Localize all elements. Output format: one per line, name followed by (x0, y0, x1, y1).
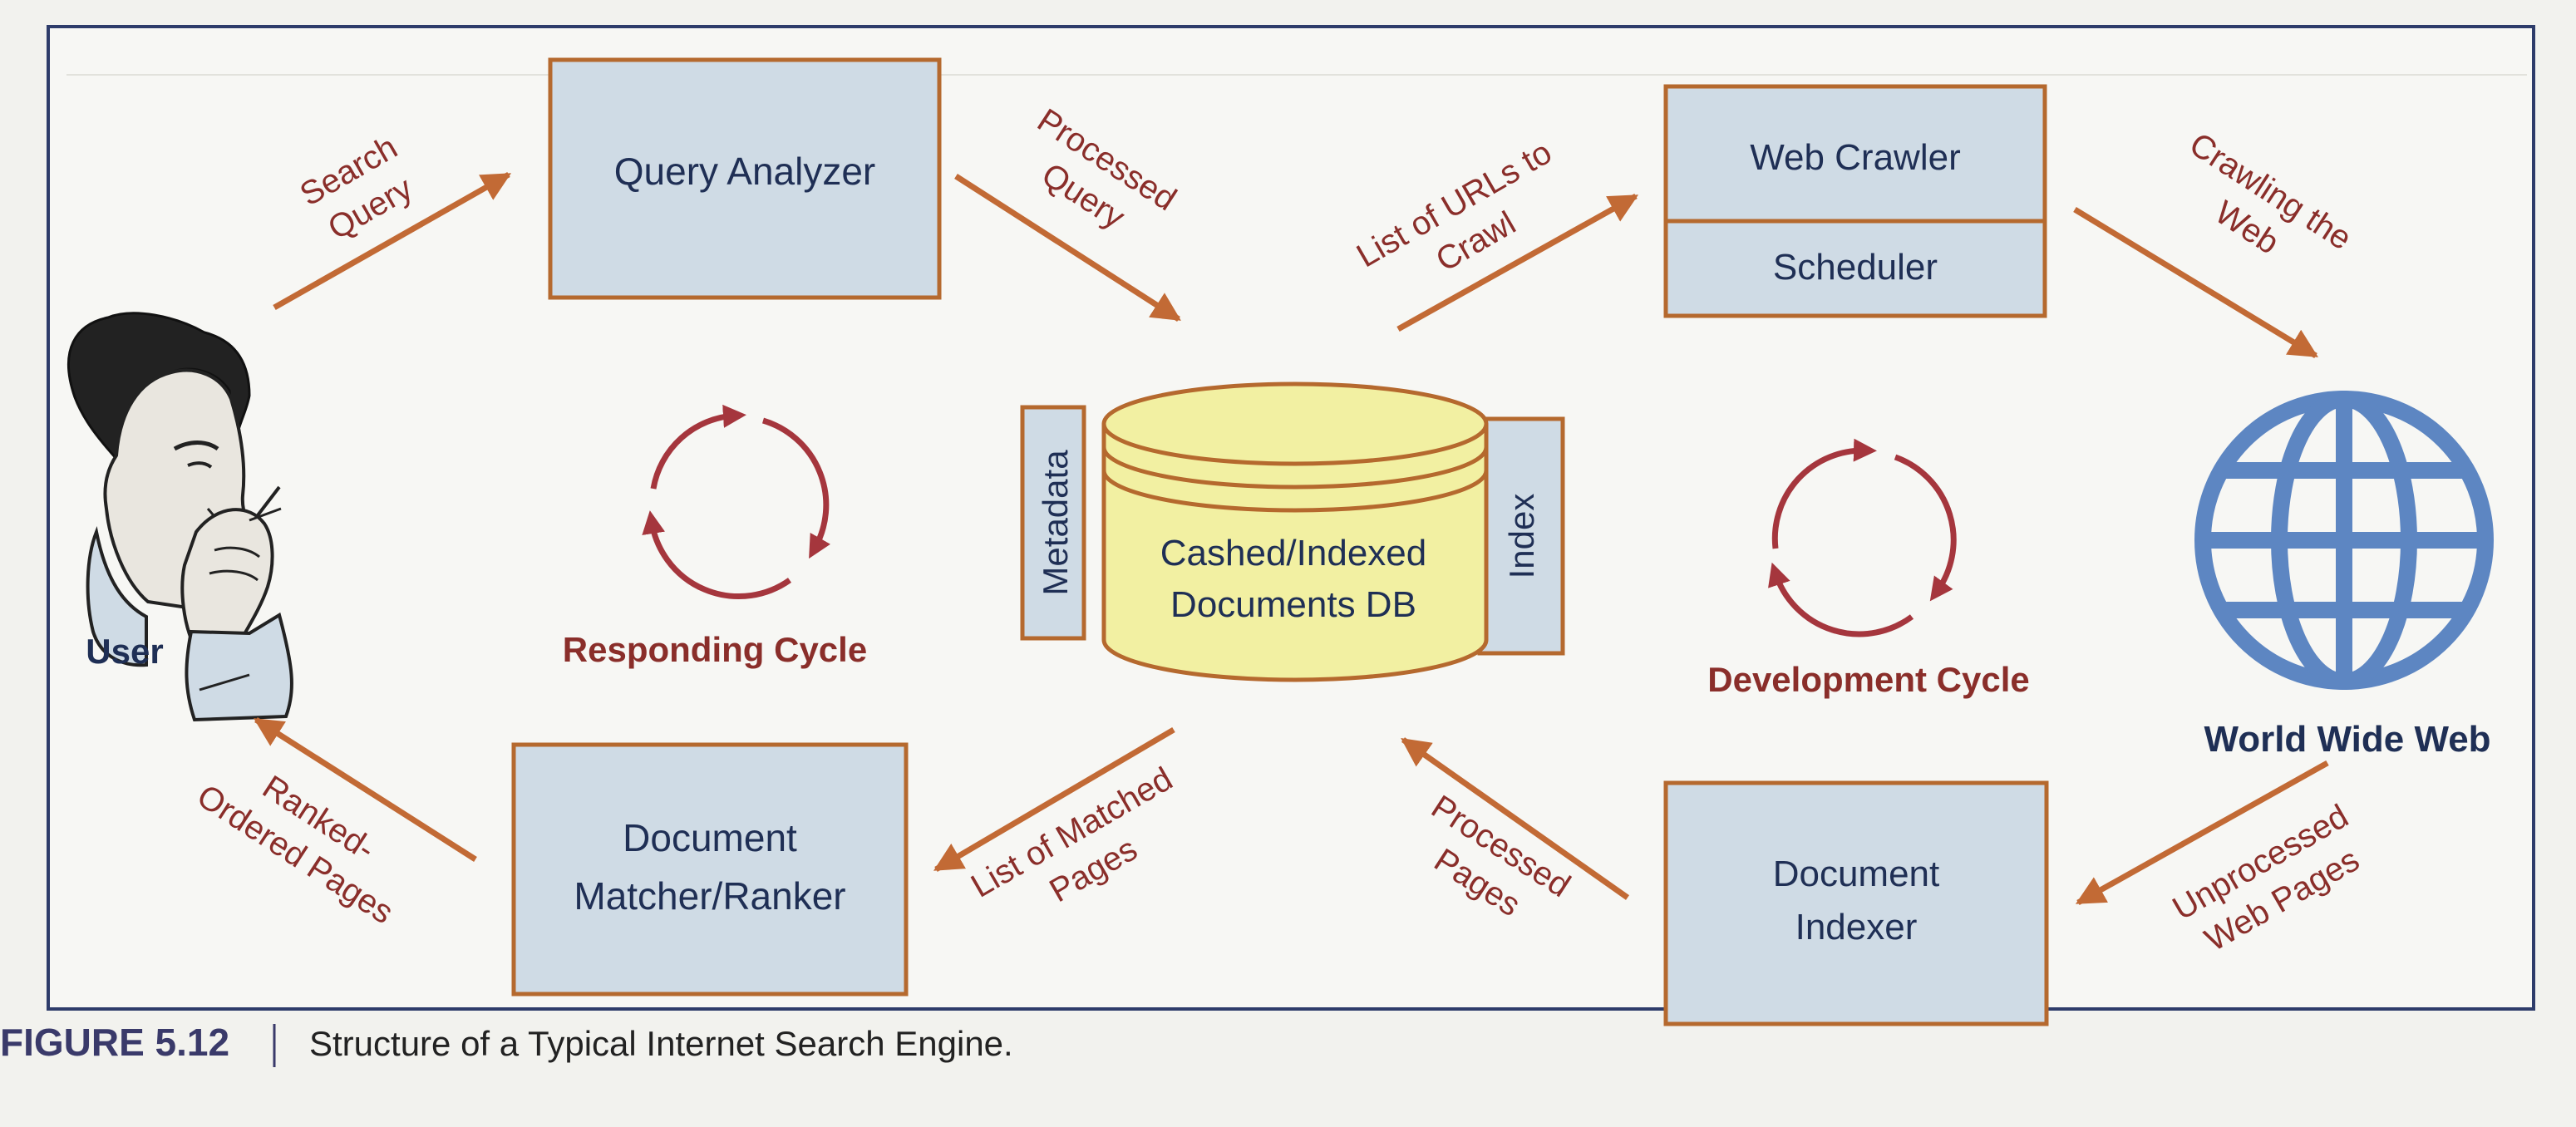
metadata-tab: Metadata (1020, 405, 1086, 641)
index-label: Index (1502, 494, 1541, 579)
person-thinking-icon (66, 312, 293, 722)
arrow-crawling-web (2073, 207, 2318, 358)
scheduler-box: Scheduler (1663, 219, 2047, 318)
web-crawler-box: Web Crawler (1663, 84, 2047, 224)
document-indexer-label-1: Document (1773, 854, 1940, 894)
index-tab: Index (1477, 416, 1565, 656)
arrow-unprocessed-pages (2075, 760, 2329, 906)
user-label: User (86, 632, 163, 671)
web-crawler-label: Web Crawler (1750, 137, 1960, 178)
arrow-processed-query (954, 174, 1181, 322)
globe-icon (2194, 391, 2494, 690)
database-cylinder (1101, 381, 1489, 682)
document-indexer-label-2: Indexer (1795, 907, 1918, 947)
document-matcher-label-1: Document (623, 816, 797, 859)
metadata-label: Metadata (1036, 450, 1075, 596)
query-analyzer-box: Query Analyzer (548, 57, 942, 300)
arrow-list-urls (1396, 193, 1639, 332)
arrow-search-query (273, 171, 512, 311)
figure-caption: Structure of a Typical Internet Search E… (309, 1024, 1013, 1063)
arrow-matched-pages (933, 726, 1175, 873)
development-cycle-icon (1768, 438, 1957, 637)
responding-cycle-label: Responding Cycle (563, 630, 867, 669)
arrow-processed-pages (1401, 737, 1630, 900)
document-matcher-box: Document Matcher/Ranker (511, 742, 909, 997)
document-indexer-box: Document Indexer (1663, 780, 2049, 1026)
responding-cycle-icon (642, 404, 831, 600)
documents-database: Metadata Index Cashed/Indexed Documents … (1020, 381, 1565, 682)
scheduler-label: Scheduler (1773, 247, 1938, 288)
arrow-ranked-pages (254, 717, 477, 862)
database-label-2: Documents DB (1170, 584, 1416, 625)
document-matcher-label-2: Matcher/Ranker (574, 874, 845, 918)
query-analyzer-label: Query Analyzer (614, 150, 875, 193)
database-label-1: Cashed/Indexed (1160, 533, 1426, 573)
flow-arrows (254, 171, 2329, 906)
www-label: World Wide Web (2204, 719, 2490, 760)
figure-number: FIGURE 5.12 (0, 1021, 229, 1064)
development-cycle-label: Development Cycle (1707, 660, 2029, 699)
